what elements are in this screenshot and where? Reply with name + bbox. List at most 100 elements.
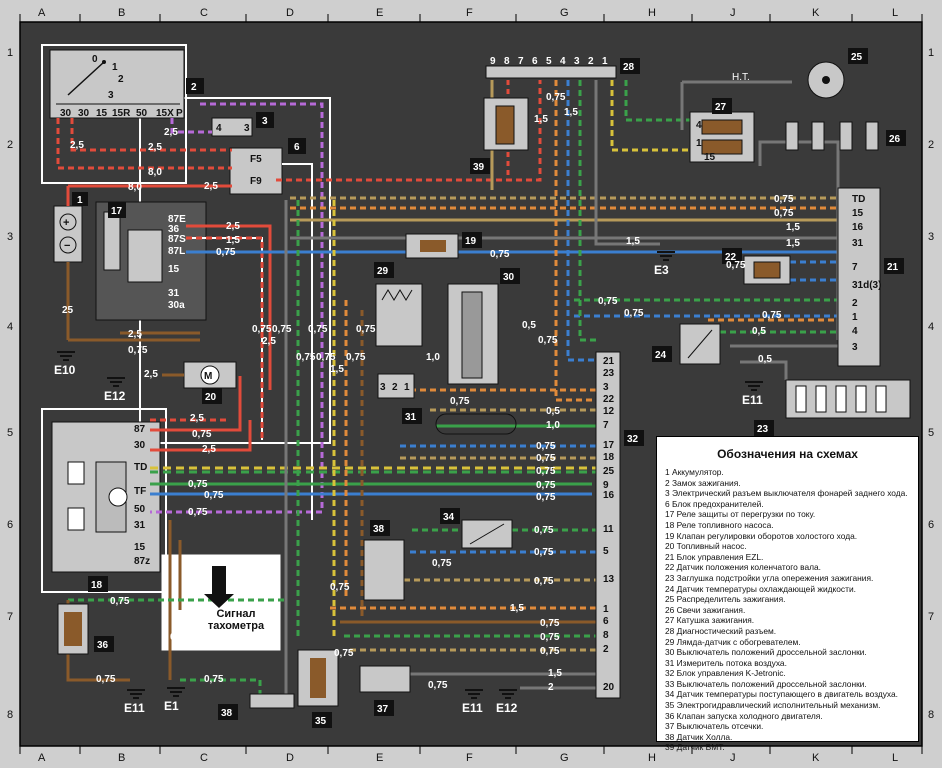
component-22-tag: 22 (725, 252, 737, 263)
component-25-tag: 25 (851, 52, 863, 63)
legend-item: 35 Электрогидравлический исполнительный … (665, 700, 881, 711)
wire-gauge: 0,75 (534, 547, 554, 558)
hall-sensor-block: 38 (363, 520, 405, 601)
ecu-pin: 6 (603, 616, 609, 627)
diag-pin: 1 (602, 56, 608, 67)
column-label: H (648, 7, 656, 19)
component-2-tag: 2 (191, 82, 197, 93)
diag-pin: 2 (588, 56, 594, 67)
legend-panel: Обозначения на схемах 1 Аккумулятор.2 За… (656, 436, 919, 752)
component-35-tag: 35 (315, 716, 327, 727)
svg-text:4: 4 (216, 123, 222, 134)
column-label: A (38, 7, 46, 19)
column-label: A (38, 752, 46, 764)
component-17-tag: 17 (111, 206, 123, 217)
wire-gauge: 1,0 (426, 352, 440, 363)
legend-item: 37 Выключатель отсечки. (665, 721, 764, 732)
legend-item: 28 Диагностический разъем. (665, 625, 777, 636)
wire-gauge: 0,75 (536, 480, 556, 491)
column-label: F (466, 752, 473, 764)
column-label: L (892, 752, 898, 764)
relay17-pin: 30a (168, 300, 185, 311)
column-label: B (118, 7, 125, 19)
wire-gauge: 1,5 (786, 238, 800, 249)
column-label: G (560, 7, 569, 19)
fuse-f9: F9 (250, 176, 262, 187)
relay18-pin: TF (134, 486, 146, 497)
ground-e1: E1 (164, 699, 179, 713)
column-label: H (648, 752, 656, 764)
wire-gauge: 0,75 (774, 208, 794, 219)
wire-gauge: 0,75 (490, 249, 510, 260)
column-label: G (560, 752, 569, 764)
wire-gauge: 0,75 (762, 310, 782, 321)
component-36-tag: 36 (97, 640, 109, 651)
diag-pin: 5 (546, 56, 552, 67)
ezl-pin: 15 (852, 208, 864, 219)
relay18-pin: 31 (134, 520, 146, 531)
wire-gauge: 2,5 (144, 369, 158, 380)
legend-item: 3 Электрический разъем выключателя фонар… (665, 488, 908, 499)
ecu-pin: 18 (603, 452, 615, 463)
wire-gauge: 0,75 (170, 632, 190, 643)
wire-gauge: 2,5 (70, 140, 84, 151)
switch-pos-3: 3 (108, 90, 114, 101)
wire-gauge: 0,75 (536, 453, 556, 464)
component-39-tag: 39 (473, 162, 485, 173)
throttle-switch-30: 30 (447, 268, 520, 385)
row-label: 6 (928, 519, 934, 531)
svg-text:38: 38 (373, 524, 385, 535)
wire-gauge: 0,75 (546, 92, 566, 103)
ezl-pin: TD (852, 194, 865, 205)
wire-gauge: 0,75 (188, 479, 208, 490)
wire-gauge: 2,5 (262, 336, 276, 347)
legend-item: 17 Реле защиты от перегрузки по току. (665, 509, 816, 520)
wire-gauge: 0,75 (598, 296, 618, 307)
column-label: K (812, 752, 820, 764)
electro-hydraulic-actuator: 35 (297, 649, 339, 728)
switch-pin: P (176, 108, 183, 119)
tachometer-signal-label: Сигнал тахометра (207, 608, 265, 632)
legend-item: 1 Аккумулятор. (665, 467, 724, 477)
legend-item: 20 Топливный насос. (665, 541, 747, 552)
ecu-pin: 2 (603, 644, 609, 655)
wire-gauge: 0,5 (752, 326, 766, 337)
fuel-pump: M 20 (183, 361, 237, 404)
wire-gauge: 0,75 (534, 525, 554, 536)
ezl-pin: 31 (852, 238, 864, 249)
legend-item: 34 Датчик температуры поступающего в дви… (665, 689, 899, 700)
legend-title: Обозначения на схемах (717, 447, 858, 461)
ecu-pin: 9 (603, 480, 609, 491)
wire-gauge: 0,75 (216, 247, 236, 258)
row-label: 5 (7, 427, 13, 439)
ecu-pin: 22 (603, 394, 615, 405)
wire-gauge: 8,0 (148, 167, 162, 178)
svg-text:4: 4 (696, 120, 702, 131)
relay18-pin: 15 (134, 542, 146, 553)
column-label: E (376, 752, 383, 764)
legend-item: 38 Датчик Холла. (665, 731, 733, 742)
switch-pos-2: 2 (118, 74, 124, 85)
component-1-tag: 1 (77, 195, 83, 206)
wire-gauge: 1,5 (510, 603, 524, 614)
wire-gauge: 0,75 (204, 490, 224, 501)
switch-pos-1: 1 (112, 62, 118, 73)
component-6-tag: 6 (294, 142, 300, 153)
wire-gauge: 25 (62, 305, 74, 316)
intake-air-temp-sensor: 34 (440, 508, 513, 549)
wire-gauge: 0,5 (546, 406, 560, 417)
row-label: 5 (928, 427, 934, 439)
component-19-tag: 19 (465, 236, 477, 247)
column-label: L (892, 7, 898, 19)
wire-gauge: 8,0 (128, 182, 142, 193)
ecu-pin: 1 (603, 604, 609, 615)
distributor: 25 (807, 48, 868, 99)
component-24-tag: 24 (655, 350, 667, 361)
ezl-pin: 1 (852, 312, 858, 323)
component-32-tag: 32 (627, 434, 639, 445)
timing-adjust-plug: 23 (754, 379, 911, 436)
diag-pin: 3 (574, 56, 580, 67)
